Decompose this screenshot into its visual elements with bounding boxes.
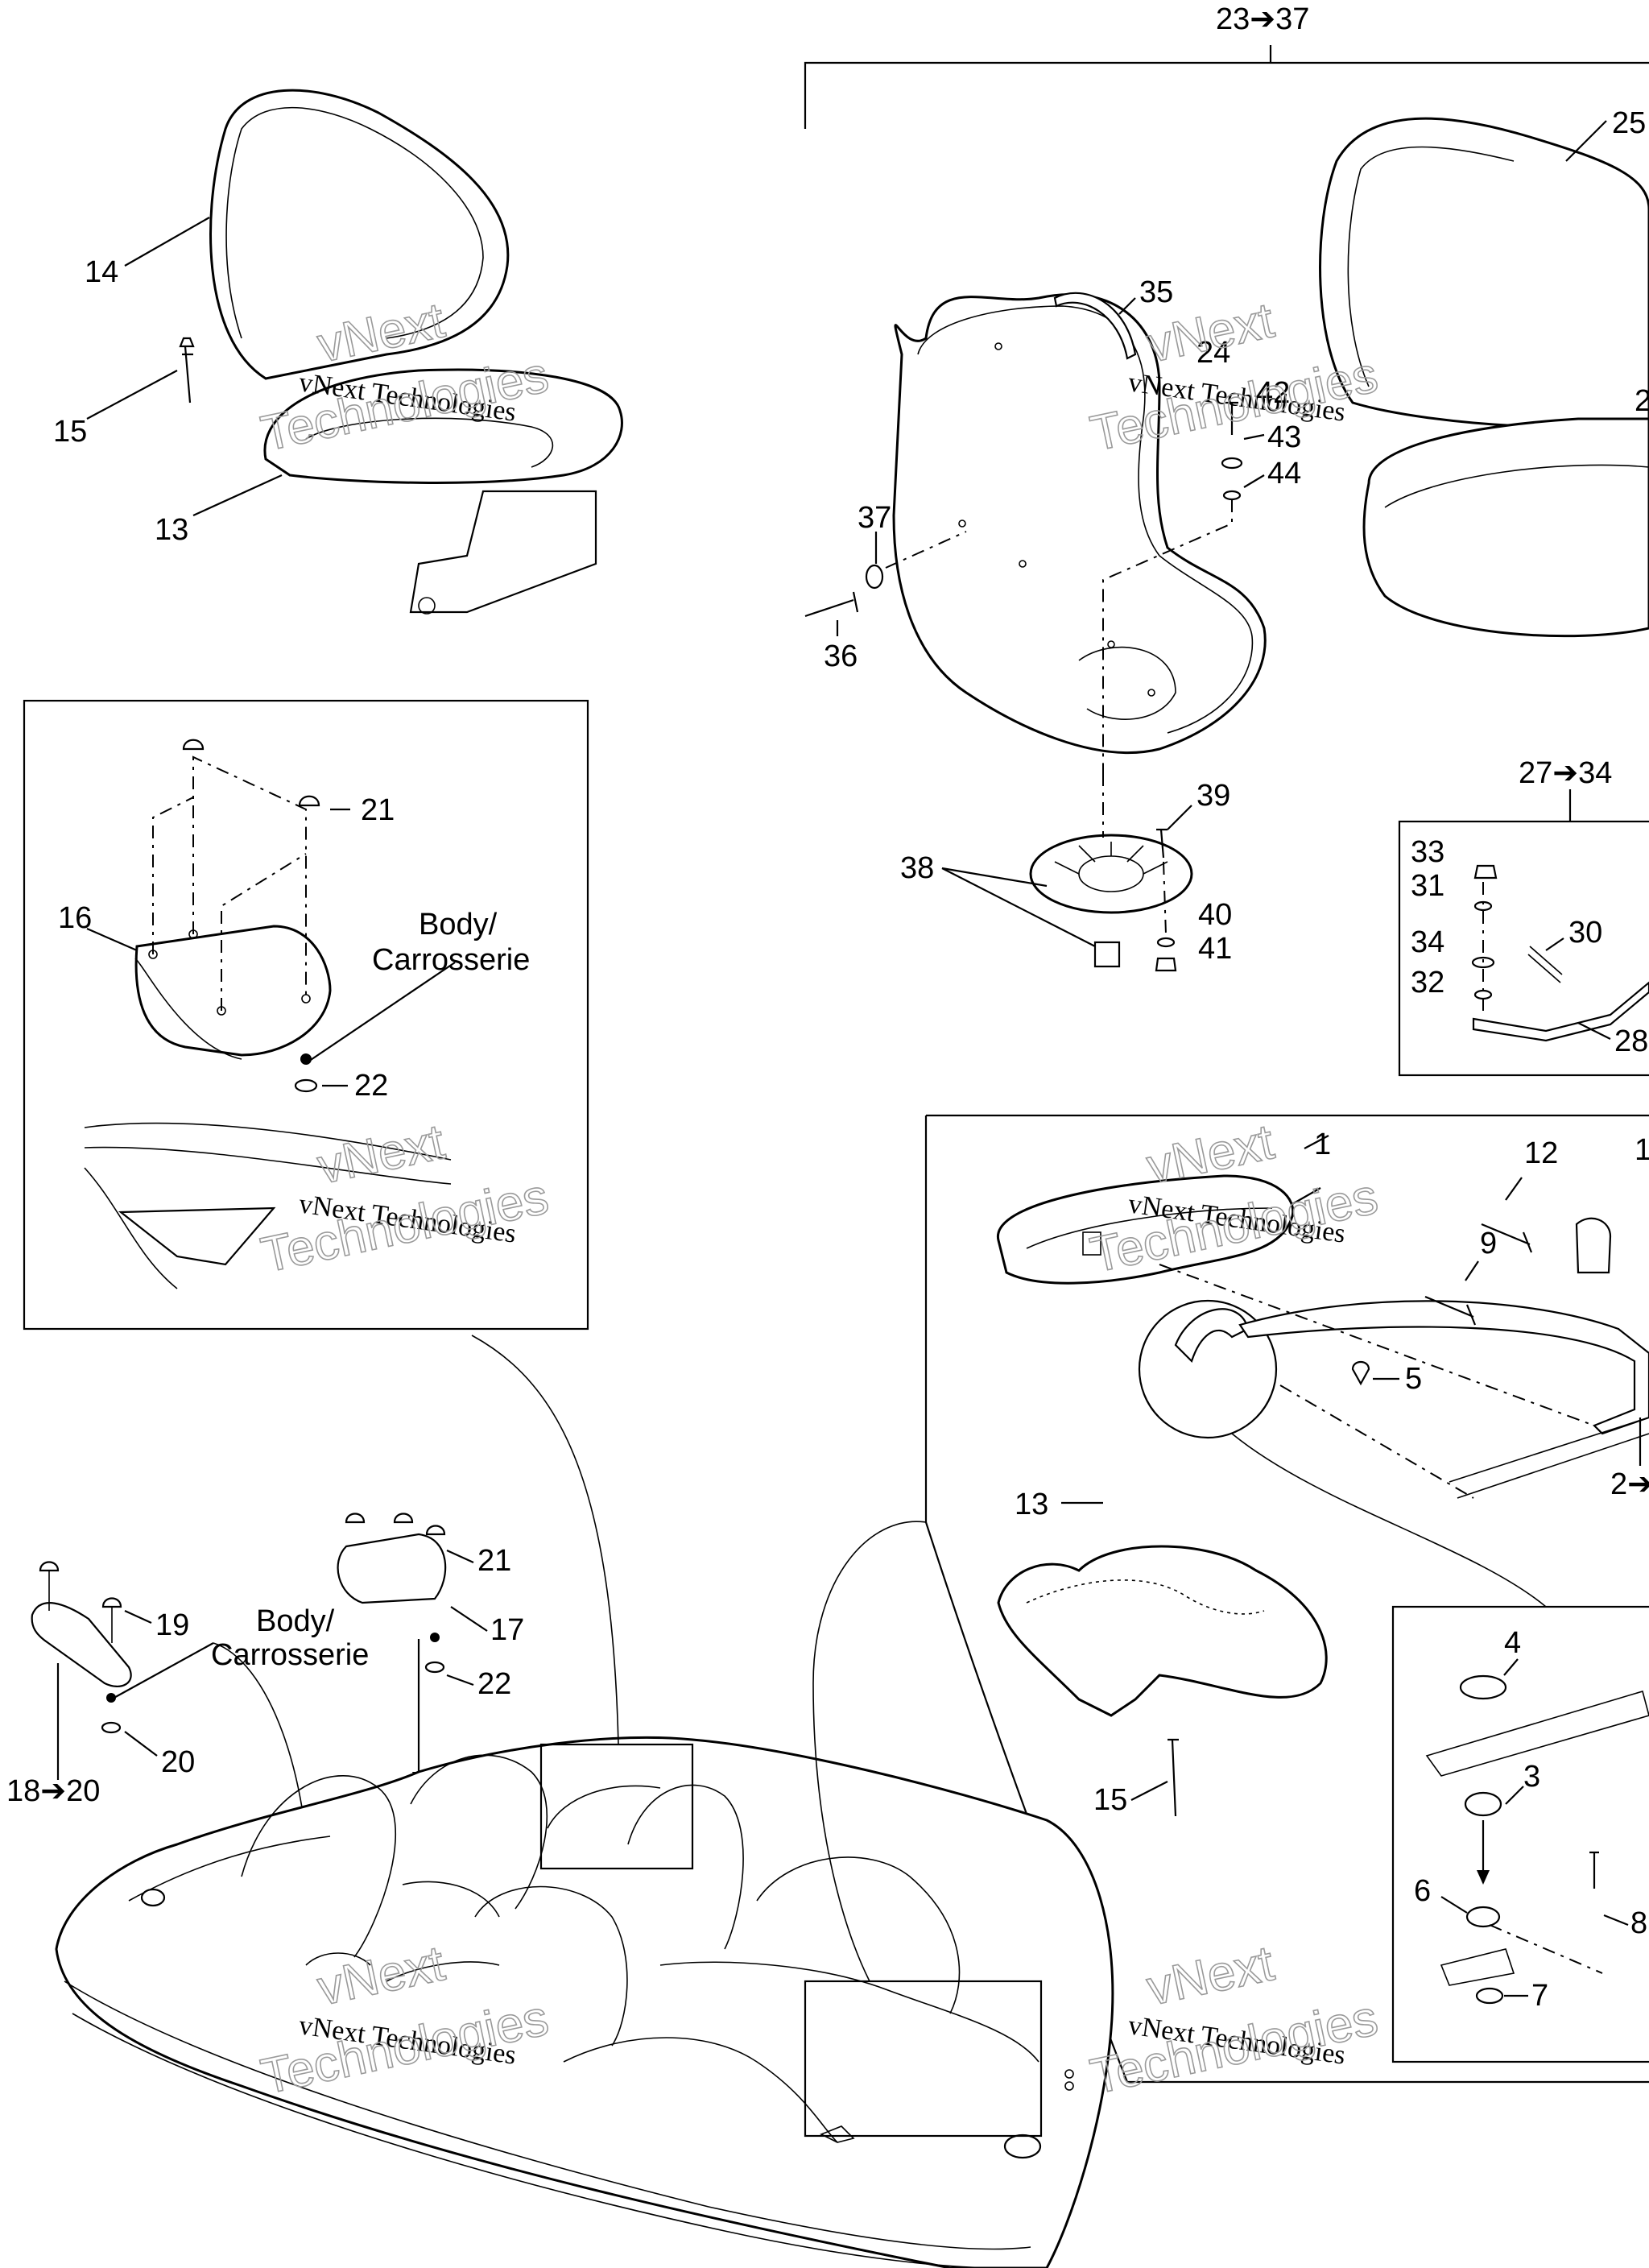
- callout-partial-2: 2: [1635, 384, 1649, 418]
- callouts-top-left: 14 15 13: [53, 217, 283, 547]
- callout-24: 24: [1196, 336, 1230, 370]
- detail-box-16: 21 16 22 Body/ Carrosserie: [23, 699, 589, 1331]
- callout-12: 12: [1524, 1136, 1558, 1170]
- detail-box-27-34: 27➔34 33 31 34 32 30 28: [1398, 756, 1649, 1077]
- body-label-a-line2: Carrosserie: [372, 943, 530, 977]
- callout-37: 37: [858, 501, 891, 535]
- callout-22-box: 22: [354, 1069, 388, 1103]
- callout-41: 41: [1198, 932, 1232, 966]
- callout-1: 1: [1314, 1128, 1331, 1161]
- body-label-b-line1: Body/: [256, 1604, 335, 1638]
- svg-text:vNext: vNext: [313, 1114, 449, 1194]
- range-label-18-20: 18➔20: [6, 1774, 100, 1808]
- callout-17: 17: [490, 1613, 524, 1647]
- range-label-2: 2➔: [1610, 1467, 1649, 1501]
- fastener-stack-42-44: [1102, 401, 1243, 773]
- hardware-39-41: [1155, 828, 1177, 972]
- svg-text:Technologies: Technologies: [1086, 1990, 1382, 2105]
- callout-14: 14: [85, 255, 118, 289]
- callout-4: 4: [1504, 1626, 1521, 1660]
- callout-13-detail: 13: [1015, 1488, 1048, 1521]
- callout-21-box: 21: [361, 793, 395, 827]
- callout-33: 33: [1411, 835, 1444, 869]
- callout-43: 43: [1267, 420, 1301, 454]
- detail-box-3-8: 4 3 6 7 8: [1391, 1605, 1649, 2063]
- callout-35: 35: [1139, 275, 1173, 309]
- trim-strip-35: [1053, 292, 1137, 360]
- callout-19: 19: [155, 1608, 189, 1642]
- callout-25: 25: [1612, 106, 1646, 140]
- callout-39: 39: [1196, 779, 1230, 813]
- callout-15: 15: [53, 415, 87, 449]
- callout-5: 5: [1405, 1362, 1422, 1396]
- callout-6: 6: [1414, 1874, 1431, 1908]
- callout-42: 42: [1256, 376, 1290, 410]
- callout-36: 36: [824, 639, 858, 673]
- callout-13: 13: [155, 513, 188, 547]
- callout-20: 20: [161, 1745, 195, 1779]
- watermark-6: vNext vNext Technologies Technologies: [1085, 1935, 1383, 2105]
- seat-base-38: [1029, 773, 1193, 968]
- boat-hull: [55, 1335, 1547, 2268]
- callout-28: 28: [1614, 1024, 1648, 1058]
- callout-31: 31: [1411, 869, 1444, 903]
- range-label-27-34: 27➔34: [1519, 756, 1612, 790]
- body-label-b-line2: Carrosserie: [211, 1638, 369, 1672]
- callout-3: 3: [1523, 1760, 1540, 1794]
- callout-8: 8: [1630, 1906, 1647, 1940]
- svg-text:vNext: vNext: [1143, 1935, 1279, 2016]
- watermark-3: vNext vNext Technologies Technologies: [256, 1113, 554, 1284]
- watermark-4: vNext vNext Technologies Technologies: [1085, 1113, 1383, 1284]
- svg-text:Technologies: Technologies: [257, 1169, 553, 1284]
- callout-22: 22: [477, 1667, 511, 1701]
- callout-15-detail: 15: [1093, 1783, 1127, 1817]
- callout-38: 38: [900, 851, 934, 885]
- callout-9: 9: [1480, 1227, 1497, 1260]
- lower-left-parts: 19 20 18➔20 21 17 22 Body/ Carrosserie: [6, 1513, 524, 1933]
- detail-box-1-15: 1 12 9 5 2➔ 1 13 15: [924, 1114, 1649, 2084]
- range-bracket-23-37: 23➔37: [804, 2, 1649, 129]
- callout-16: 16: [58, 901, 92, 935]
- callout-30: 30: [1568, 916, 1602, 950]
- callout-32: 32: [1411, 966, 1444, 999]
- body-label-a-line1: Body/: [419, 908, 498, 942]
- callout-34: 34: [1411, 925, 1444, 959]
- callouts-top-right: 35 24 42 43 44 37 36 38 39 40 41 25 2: [824, 106, 1649, 966]
- screw-36-washer-37: [804, 531, 967, 618]
- back-cushion-25: [1319, 117, 1649, 638]
- callout-40: 40: [1198, 898, 1232, 932]
- callout-44: 44: [1267, 457, 1301, 490]
- seat-assembly-left: [179, 89, 623, 615]
- callout-21: 21: [477, 1544, 511, 1578]
- seat-shell-24: [892, 293, 1267, 754]
- range-label-23-37: 23➔37: [1216, 2, 1309, 36]
- callout-partial-1: 1: [1635, 1133, 1649, 1167]
- callout-7: 7: [1531, 1979, 1548, 2013]
